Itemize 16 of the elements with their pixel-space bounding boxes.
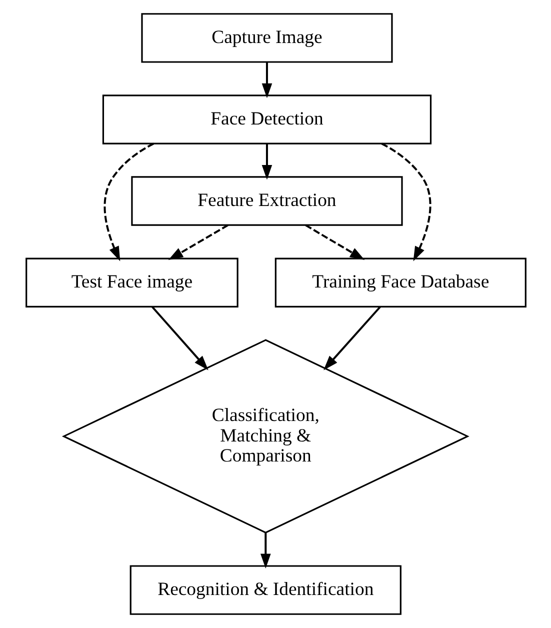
arrow — [261, 62, 272, 98]
node-diamond: Classification, Matching & Comparison — [61, 339, 469, 534]
arrow — [380, 142, 431, 262]
node-box: Capture Image — [140, 13, 392, 63]
arrow — [260, 532, 270, 568]
node-box: Training Face Database — [274, 258, 526, 308]
arrow — [323, 306, 380, 370]
node-box: Recognition & Identification — [129, 565, 401, 615]
node-box: Face Detection — [102, 94, 432, 144]
node-box: Feature Extraction — [130, 176, 402, 226]
node-box: Test Face image — [25, 258, 238, 308]
arrow — [103, 142, 154, 262]
arrow — [168, 224, 228, 260]
arrow — [304, 224, 364, 260]
arrow — [151, 306, 208, 370]
arrow — [261, 144, 272, 180]
